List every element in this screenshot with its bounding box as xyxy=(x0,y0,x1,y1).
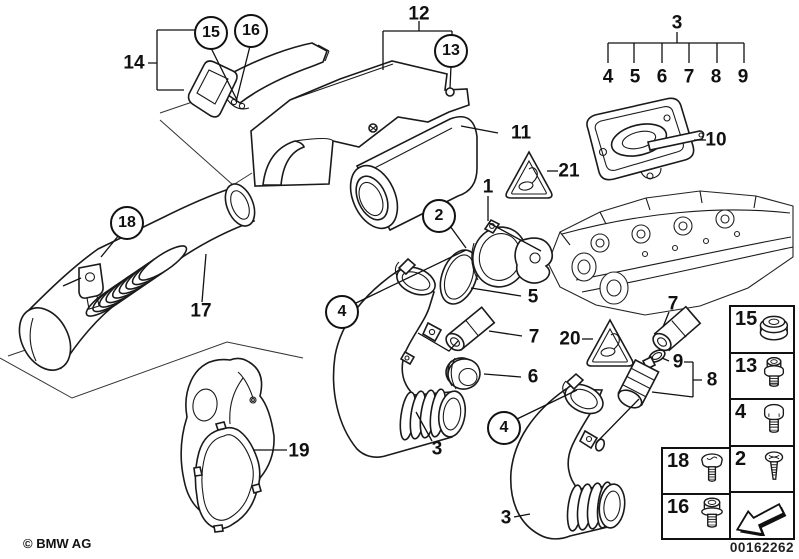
part-8-sensor xyxy=(617,355,660,409)
part-11-intake-silencer xyxy=(349,115,478,232)
callout-2-circled[interactable]: 2 xyxy=(422,199,456,233)
callout-8-sensor[interactable]: 8 xyxy=(706,369,718,391)
legend-cell-2[interactable]: 2 xyxy=(731,444,793,492)
callout-7-connector-left[interactable]: 7 xyxy=(528,326,540,348)
warning-triangle-21 xyxy=(505,150,553,199)
leader-lines xyxy=(62,21,745,518)
callout-9-row[interactable]: 9 xyxy=(737,66,749,88)
legend-label-4: 4 xyxy=(735,401,747,424)
legend-cell-4[interactable]: 4 xyxy=(731,398,793,445)
callout-6-row[interactable]: 6 xyxy=(656,66,668,88)
callout-4-circled-right[interactable]: 4 xyxy=(487,411,521,445)
grommet-icon xyxy=(759,315,789,341)
callout-15-circled[interactable]: 15 xyxy=(194,16,228,50)
callout-9-oring[interactable]: 9 xyxy=(672,351,684,373)
legend-label-15: 15 xyxy=(735,308,758,330)
callout-11[interactable]: 11 xyxy=(510,122,532,144)
callout-4-circled-left[interactable]: 4 xyxy=(325,295,359,329)
callout-16-circled[interactable]: 16 xyxy=(234,14,268,48)
part-7-connector-right xyxy=(652,305,702,352)
legend-column-left: 18 16 xyxy=(661,447,731,540)
legend-label-16: 16 xyxy=(667,495,690,518)
legend-cell-arrow[interactable] xyxy=(731,491,793,538)
callout-13-circled[interactable]: 13 xyxy=(434,34,468,68)
engine-cylinder-head xyxy=(547,190,794,316)
callout-14[interactable]: 14 xyxy=(123,52,145,74)
callout-7-connector-right[interactable]: 7 xyxy=(667,293,679,315)
callout-7-row[interactable]: 7 xyxy=(683,66,695,88)
callout-4-row[interactable]: 4 xyxy=(602,66,614,88)
callout-21[interactable]: 21 xyxy=(558,160,580,182)
copyright-text: © BMW AG xyxy=(23,536,92,551)
rodent-warning-triangle-icon xyxy=(600,333,620,357)
callout-18-circled[interactable]: 18 xyxy=(110,206,144,240)
callout-17[interactable]: 17 xyxy=(190,300,212,322)
part-17-intake-hose xyxy=(18,183,256,371)
direction-arrow-icon xyxy=(735,502,787,536)
image-number: 00162262 xyxy=(729,540,794,555)
part-7-connector-left xyxy=(445,306,496,352)
hex-bolt-icon xyxy=(763,404,785,434)
rodent-warning-triangle-icon xyxy=(518,167,538,191)
callout-8-row[interactable]: 8 xyxy=(710,66,722,88)
callout-20[interactable]: 20 xyxy=(559,328,581,350)
part-19-air-duct-and-gasket xyxy=(180,357,275,533)
part-1-throttle-assembly xyxy=(439,218,554,305)
callout-1[interactable]: 1 xyxy=(482,176,494,198)
legend-cell-18[interactable]: 18 xyxy=(663,449,731,493)
callout-3-hose-left[interactable]: 3 xyxy=(431,438,443,460)
part-10-vent-unit xyxy=(586,97,705,181)
legend-label-13: 13 xyxy=(735,354,758,377)
callout-10[interactable]: 10 xyxy=(705,129,727,151)
collar-screw-icon xyxy=(763,356,785,387)
part-18-clip xyxy=(78,263,104,310)
callout-12[interactable]: 12 xyxy=(408,3,430,25)
legend-cell-13[interactable]: 13 xyxy=(731,351,793,399)
legend-label-18: 18 xyxy=(667,450,690,472)
callout-3-group[interactable]: 3 xyxy=(671,12,683,34)
callout-5-seal[interactable]: 5 xyxy=(527,286,539,308)
legend-cell-15[interactable]: 15 xyxy=(731,307,793,352)
part-3-hose-right xyxy=(509,372,626,540)
callout-6-grommet[interactable]: 6 xyxy=(527,366,539,388)
pan-head-screw-icon xyxy=(701,453,723,482)
part-12-cover xyxy=(250,60,470,187)
warning-triangle-20 xyxy=(586,318,634,367)
part-3-hose-left xyxy=(332,257,467,458)
legend-cell-16[interactable]: 16 xyxy=(663,492,731,539)
legend-column-right: 15 13 4 2 xyxy=(729,305,795,540)
socket-head-bolt-icon xyxy=(701,497,723,528)
callout-5-row[interactable]: 5 xyxy=(629,66,641,88)
legend-label-2: 2 xyxy=(735,447,747,470)
phillips-screw-icon xyxy=(764,451,784,480)
callout-19[interactable]: 19 xyxy=(288,440,310,462)
part-6-grommet xyxy=(445,357,481,390)
callout-3-hose-bottom[interactable]: 3 xyxy=(500,507,512,529)
